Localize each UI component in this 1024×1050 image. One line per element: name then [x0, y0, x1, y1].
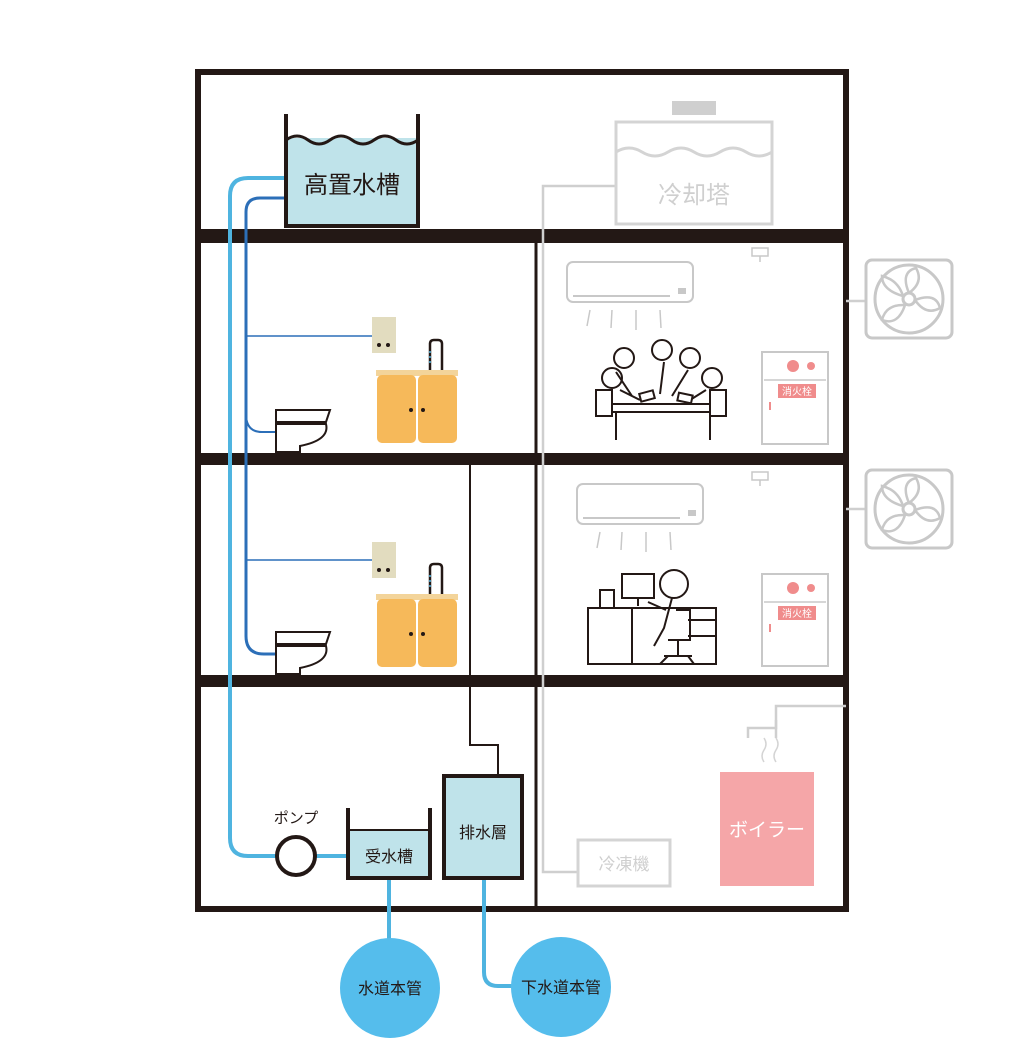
refrigerator-label: 冷凍機 — [599, 855, 650, 875]
cooling-tower: 冷却塔 — [614, 101, 774, 226]
hydrant-label: 消火栓 — [782, 385, 812, 398]
faucet-icon — [428, 338, 444, 370]
toilet-icon — [275, 631, 332, 675]
hvac-piping — [541, 184, 866, 874]
receiving-tank-label: 受水槽 — [365, 847, 413, 866]
elevated-tank-label: 高置水槽 — [304, 171, 400, 199]
building-structure — [195, 69, 849, 912]
cooling-tower-label: 冷却塔 — [658, 181, 730, 209]
fire-hydrant-icon: 消火栓 — [761, 573, 829, 667]
smoke-detector-icon — [751, 471, 769, 486]
meeting-room-floor-3: 消火栓 — [566, 247, 954, 445]
water-heater-icon — [372, 317, 396, 353]
restroom-floor-2 — [275, 542, 458, 675]
drain-tank-label: 排水層 — [459, 823, 507, 842]
water-main: 水道本管 — [340, 938, 440, 1038]
water-main-label: 水道本管 — [358, 979, 422, 998]
pump: ポンプ — [274, 809, 319, 877]
drain-tank: 排水層 — [442, 774, 524, 880]
drain-piping — [469, 465, 499, 775]
sink-cabinet-icon — [376, 370, 458, 443]
pump-label: ポンプ — [274, 809, 319, 827]
toilet-icon — [275, 409, 332, 453]
water-heater-icon — [372, 542, 396, 578]
fire-hydrant-icon: 消火栓 — [761, 351, 829, 445]
sewer-main-label: 下水道本管 — [521, 978, 601, 997]
boiler: ボイラー — [720, 737, 814, 886]
hydrant-label: 消火栓 — [782, 607, 812, 620]
faucet-icon — [428, 562, 444, 594]
water-supply-piping — [228, 176, 514, 988]
receiving-tank: 受水槽 — [346, 808, 432, 880]
meeting-people-icon — [595, 339, 727, 440]
air-conditioner-icon — [566, 261, 694, 330]
refrigerator-unit: 冷凍機 — [576, 838, 672, 888]
restroom-floor-3 — [275, 317, 458, 453]
fan-icon — [864, 468, 954, 550]
air-conditioner-icon — [576, 483, 704, 552]
sewer-main: 下水道本管 — [511, 937, 611, 1037]
office-floor-2: 消火栓 — [576, 468, 954, 667]
boiler-label: ボイラー — [729, 819, 805, 841]
office-worker-icon — [587, 569, 717, 665]
sink-cabinet-icon — [376, 594, 458, 667]
fan-icon — [864, 258, 954, 340]
elevated-water-tank: 高置水槽 — [284, 114, 420, 228]
smoke-detector-icon — [751, 247, 769, 262]
